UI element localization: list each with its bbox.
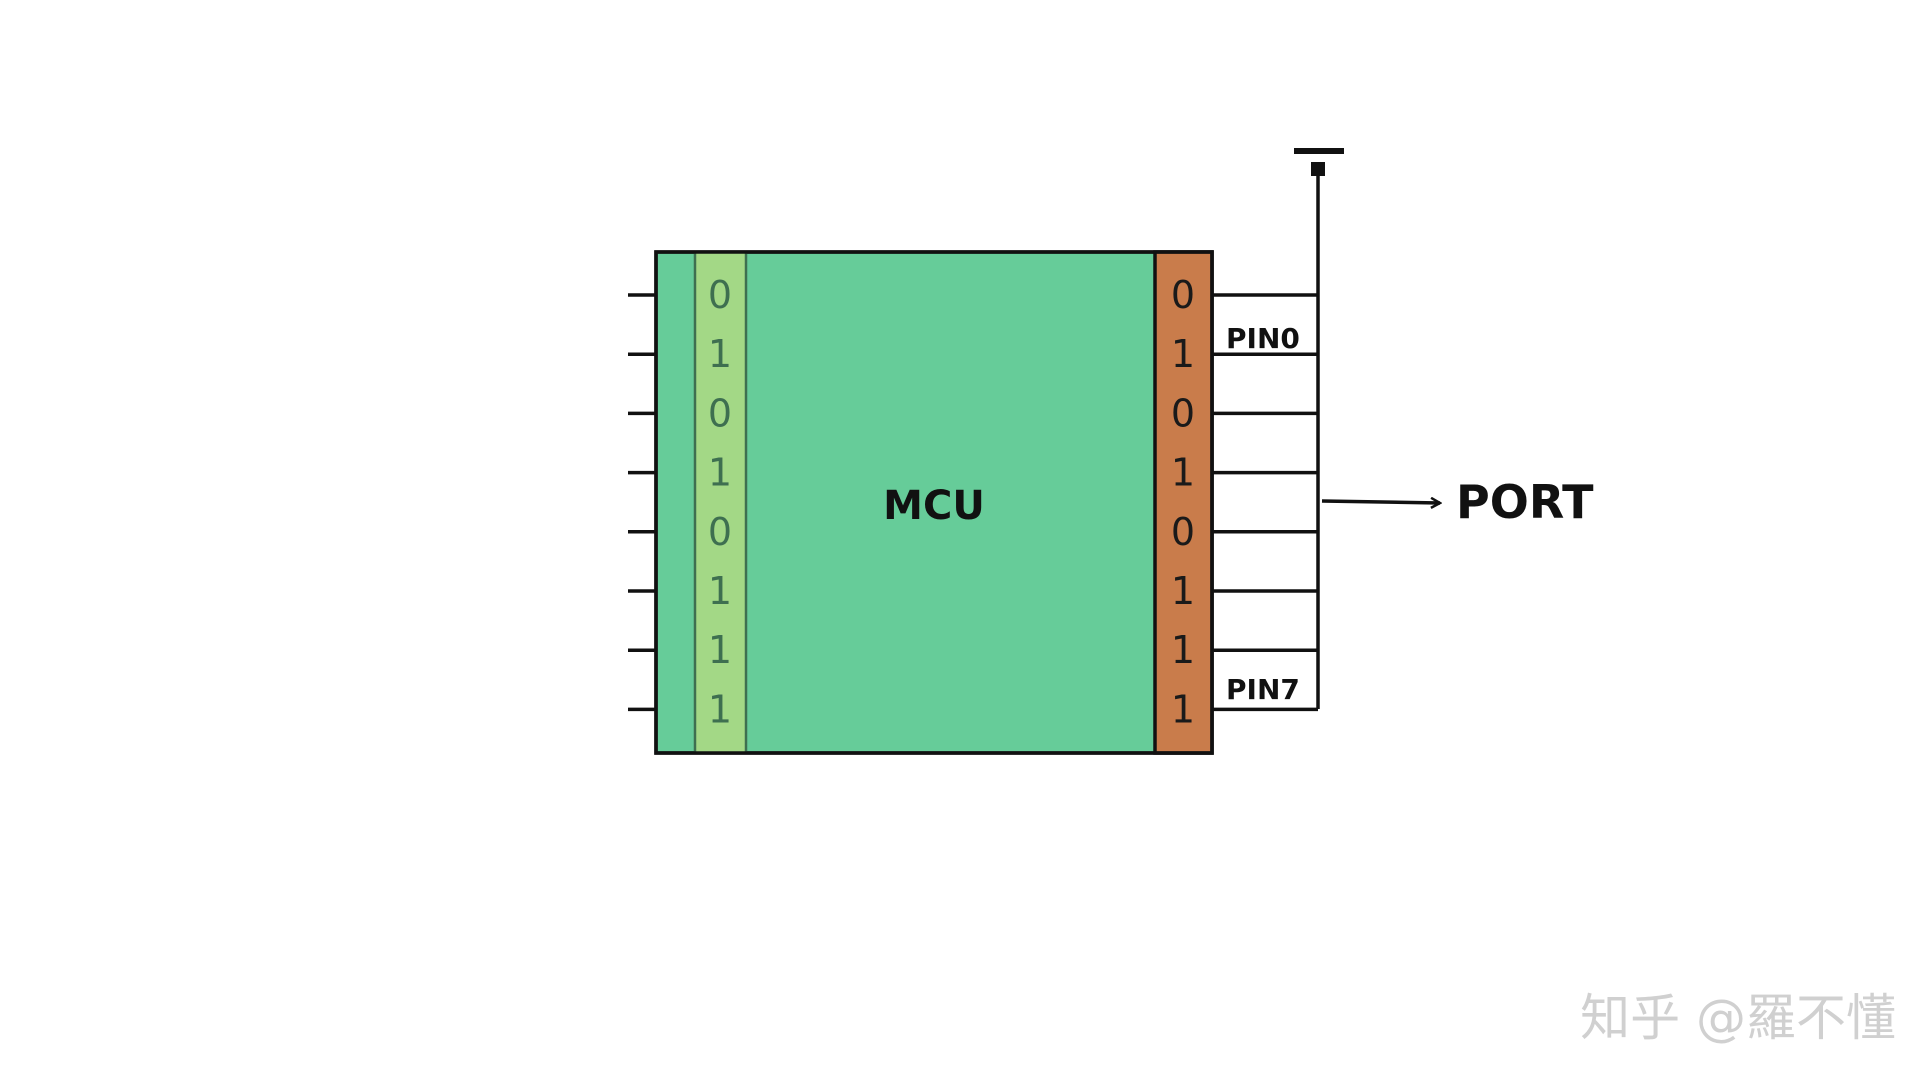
input-bit-5: 1 [708,569,732,613]
output-bit-3: 1 [1171,451,1195,495]
input-register-bits: 0 1 0 1 0 1 1 1 [708,273,732,731]
input-bit-3: 1 [708,451,732,495]
input-bit-7: 1 [708,687,732,731]
watermark-text: 知乎 @羅不懂 [1580,989,1896,1047]
output-bit-7: 1 [1171,687,1195,731]
output-register-bits: 0 1 0 1 0 1 1 1 [1171,273,1195,731]
mcu-border [654,250,1214,755]
supply-node [1311,162,1325,176]
output-register-strip [1153,250,1214,755]
output-bit-6: 1 [1171,628,1195,672]
port-arrow [1321,501,1440,503]
pin7-label: PIN7 [1226,673,1300,706]
output-bit-5: 1 [1171,569,1195,613]
input-bit-2: 0 [708,391,732,435]
mcu-label: MCU [883,483,985,529]
output-pin-lines [1212,293,1318,712]
pin0-label: PIN0 [1226,322,1300,355]
output-bit-0: 0 [1171,273,1195,317]
input-bit-1: 1 [708,332,732,376]
input-bit-4: 0 [708,510,732,554]
port-label: PORT [1456,475,1594,529]
output-bit-4: 0 [1171,510,1195,554]
output-bit-1: 1 [1171,332,1195,376]
input-register-strip [693,250,748,755]
input-bit-6: 1 [708,628,732,672]
input-bit-0: 0 [708,273,732,317]
output-bit-2: 0 [1171,391,1195,435]
left-pin-stubs [628,293,656,712]
